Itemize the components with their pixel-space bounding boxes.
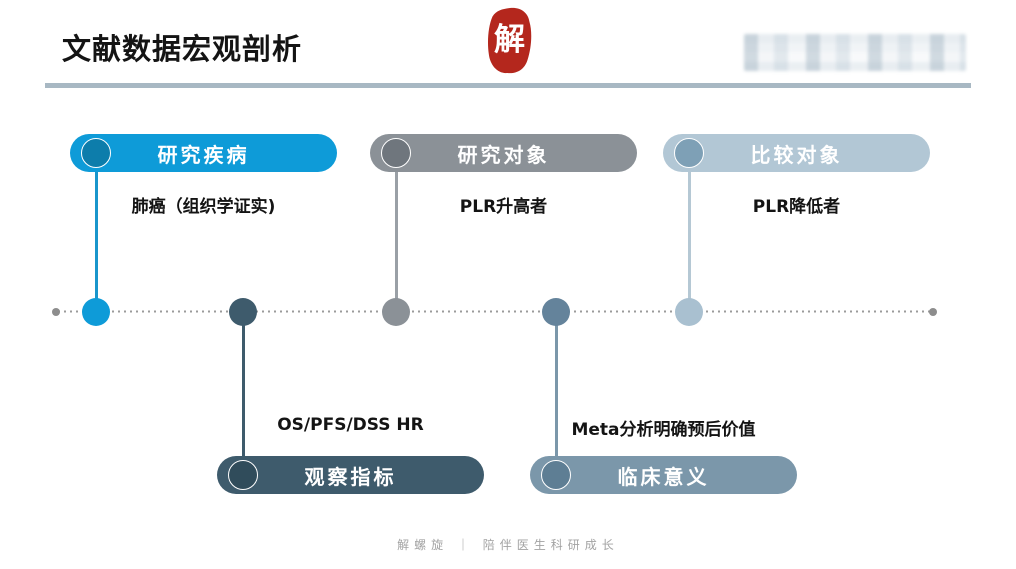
page-title: 文献数据宏观剖析 xyxy=(62,32,303,66)
connector-research-subject xyxy=(395,170,398,306)
pill-comparison-subject: 比较对象 xyxy=(663,134,930,172)
timeline-end-dot xyxy=(929,308,937,316)
pill-circle-observation-metrics xyxy=(228,460,258,490)
connector-comparison-subject xyxy=(688,170,691,306)
pill-circle-clinical-significance xyxy=(541,460,571,490)
timeline-dotted-line xyxy=(56,310,930,313)
seal-logo: 解 xyxy=(487,7,532,74)
pill-circle-research-disease xyxy=(81,138,111,168)
title-divider xyxy=(45,83,971,88)
connector-clinical-significance xyxy=(555,310,558,458)
pill-circle-comparison-subject xyxy=(674,138,704,168)
watermark-blurred-logo xyxy=(744,34,966,71)
pill-research-disease: 研究疾病 xyxy=(70,134,337,172)
pill-label-clinical-significance: 临床意义 xyxy=(617,464,710,489)
detail-research-disease: 肺癌（组织学证实) xyxy=(131,197,276,217)
timeline-dot-comparison-subject xyxy=(675,298,703,326)
pill-label-research-disease: 研究疾病 xyxy=(157,142,250,167)
pill-label-observation-metrics: 观察指标 xyxy=(304,464,397,489)
connector-observation-metrics xyxy=(242,310,245,458)
timeline-start-dot xyxy=(52,308,60,316)
timeline-dot-research-disease xyxy=(82,298,110,326)
timeline-dot-observation-metrics xyxy=(229,298,257,326)
detail-comparison-subject: PLR降低者 xyxy=(752,197,841,217)
pill-observation-metrics: 观察指标 xyxy=(217,456,484,494)
connector-research-disease xyxy=(95,170,98,306)
footer-tagline: 解螺旋 ｜ 陪伴医生科研成长 xyxy=(397,538,619,552)
seal-stamp-shape xyxy=(487,7,532,74)
seal-character: 解 xyxy=(494,22,525,58)
timeline-dot-research-subject xyxy=(382,298,410,326)
detail-observation-metrics: OS/PFS/DSS HR xyxy=(277,415,424,435)
pill-label-research-subject: 研究对象 xyxy=(457,142,550,167)
pill-label-comparison-subject: 比较对象 xyxy=(750,142,843,167)
pill-circle-research-subject xyxy=(381,138,411,168)
pill-research-subject: 研究对象 xyxy=(370,134,637,172)
pill-clinical-significance: 临床意义 xyxy=(530,456,797,494)
detail-clinical-significance: Meta分析明确预后价值 xyxy=(571,420,756,440)
timeline-dot-clinical-significance xyxy=(542,298,570,326)
detail-research-subject: PLR升高者 xyxy=(459,197,548,217)
